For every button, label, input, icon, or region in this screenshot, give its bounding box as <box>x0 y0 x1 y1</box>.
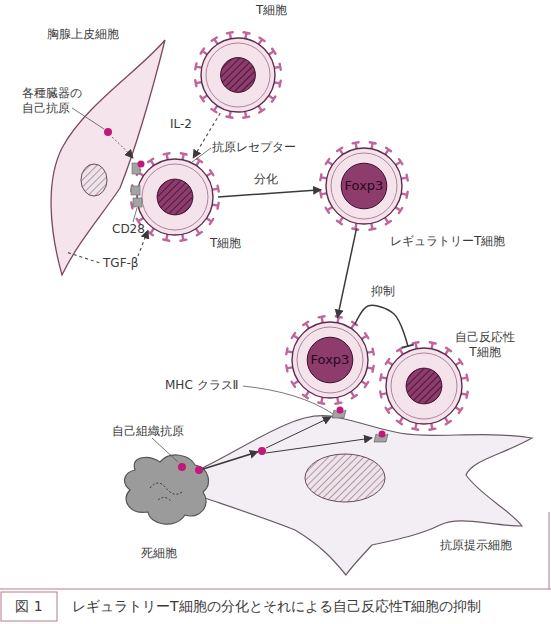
leader-line <box>192 148 211 162</box>
gene-label: Foxp3 <box>290 352 370 367</box>
antigen-dot <box>138 161 145 168</box>
cell-outline <box>137 159 213 235</box>
cell-shape <box>191 28 285 122</box>
regulatory-t-cell: Foxp3レギュラトリーT細胞 <box>316 138 412 234</box>
cell-membrane <box>142 164 208 230</box>
epithelial-cell: 胸腺上皮細胞 <box>15 22 175 280</box>
receptor-spikes <box>195 32 281 118</box>
cell-label: レギュラトリーT細胞 <box>390 234 505 249</box>
t-cell: T細胞 <box>191 28 285 122</box>
cell-outline <box>180 416 532 575</box>
regulatory-t-cell: Foxp3 <box>282 312 378 408</box>
cell-outline <box>51 40 165 275</box>
dead-cell: 死細胞 <box>120 450 220 530</box>
edge-label: IL-2 <box>170 117 192 132</box>
process-arrow <box>337 228 356 317</box>
cell-label: 自己反応性 T細胞 <box>448 330 522 360</box>
receptor-spikes <box>380 342 468 430</box>
gene-label: Foxp3 <box>324 178 404 193</box>
cell-outline <box>386 348 462 424</box>
receptor-spikes <box>320 142 408 230</box>
cell-label: 死細胞 <box>141 546 177 561</box>
edge-label: 分化 <box>254 172 278 187</box>
process-arrow <box>218 190 321 197</box>
fragmented-nucleus <box>150 483 182 502</box>
part-label: 自己組織抗原 <box>112 424 184 439</box>
cell-label: 抗原提示細胞 <box>440 538 512 553</box>
cell-nucleus <box>81 164 107 196</box>
cell-membrane <box>391 353 457 419</box>
part-label: CD28 <box>112 222 145 237</box>
edge-label: 抑制 <box>371 284 395 299</box>
figure-caption: レギュラトリーT細胞の分化とそれによる自己反応性T細胞の抑制 <box>72 598 481 615</box>
cell-label: T細胞 <box>210 236 241 251</box>
receptor-spikes <box>286 316 374 404</box>
frame-line <box>549 512 550 589</box>
cell-shape <box>376 338 472 434</box>
cell-membrane <box>206 43 270 107</box>
edge-label: TGF-β <box>101 256 141 271</box>
cell-label: 胸腺上皮細胞 <box>47 27 119 42</box>
cell-nucleus <box>406 368 442 404</box>
frame-line <box>0 589 551 590</box>
cell-nucleus <box>305 454 385 502</box>
part-label: MHC クラスⅡ <box>165 378 238 393</box>
figure-number-box <box>1 592 57 621</box>
part-label: 抗原レセプター <box>212 140 296 155</box>
cell-nucleus <box>157 179 193 215</box>
cell-nucleus <box>221 58 256 93</box>
cell-label: T細胞 <box>256 3 287 18</box>
figure-number: 図 1 <box>1 598 57 615</box>
cell-shape <box>175 405 540 585</box>
cell-outline <box>201 38 275 112</box>
cell-shape <box>120 450 220 530</box>
part-label: 各種臓器の 自己抗原 <box>22 86 94 116</box>
antigen-dot <box>337 407 344 414</box>
antigen-presenting-cell: 抗原提示細胞 <box>175 405 540 585</box>
cell-shape <box>15 22 175 280</box>
cell-outline <box>125 455 209 524</box>
self-reactive-t-cell: 自己反応性 T細胞 <box>376 338 472 434</box>
